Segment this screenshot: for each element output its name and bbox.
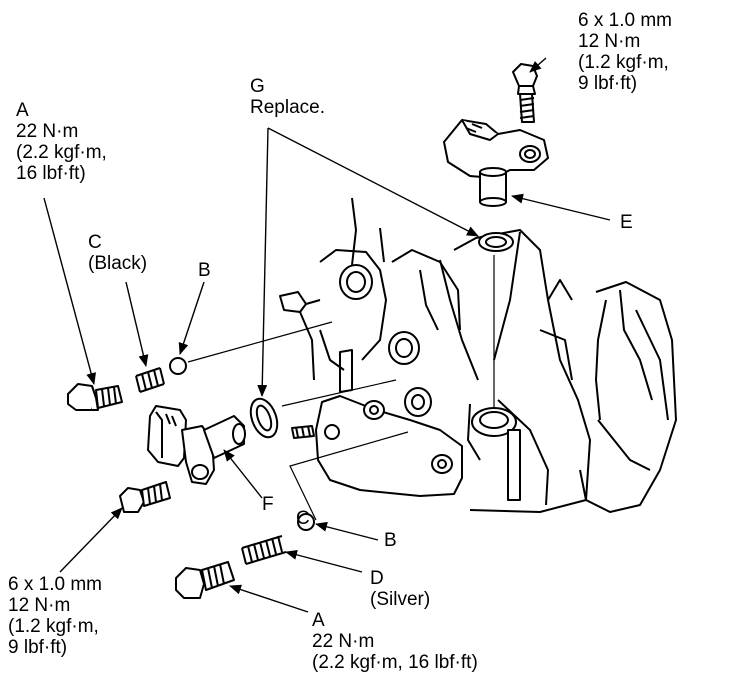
callout-G: G Replace. [250, 76, 325, 118]
sensor-bolt-bottom [119, 481, 171, 513]
steel-ball-bottom [297, 513, 315, 531]
callout-G-note: Replace. [250, 97, 325, 118]
callout-G-letter: G [250, 76, 265, 97]
callout-A-bottom: A 22 N·m (2.2 kgf·m, 16 lbf·ft) [312, 610, 478, 673]
o-ring-top [478, 232, 514, 252]
callout-A-bottom-spec: (2.2 kgf·m, 16 lbf·ft) [312, 652, 478, 673]
sensor-E [443, 119, 549, 207]
callout-A-bottom-letter: A [312, 610, 325, 631]
callout-C-bottom: C [296, 508, 310, 529]
transmission-housing [279, 197, 677, 513]
callout-D-note: (Silver) [370, 589, 431, 610]
callout-F: F [262, 494, 274, 515]
callout-bolt-bottom-torque: 12 N·m [8, 595, 71, 616]
callout-bolt-bottom-size: 6 x 1.0 mm [8, 574, 102, 595]
callout-bolt-top-torque: 12 N·m [578, 31, 641, 52]
steel-ball-top [169, 357, 187, 375]
callout-E-letter: E [620, 212, 633, 233]
callout-bolt-top-metric: (1.2 kgf·m, [578, 52, 669, 73]
callout-E: E [620, 212, 633, 233]
callout-bolt-top-imperial: 9 lbf·ft) [578, 73, 638, 94]
callout-bolt-bottom: 6 x 1.0 mm 12 N·m (1.2 kgf·m, 9 lbf·ft) [8, 574, 102, 658]
callout-bolt-bottom-metric: (1.2 kgf·m, [8, 616, 99, 637]
callout-bolt-top: 6 x 1.0 mm 12 N·m (1.2 kgf·m, 9 lbf·ft) [578, 10, 672, 94]
callout-bolt-bottom-imperial: 9 lbf·ft) [8, 637, 68, 658]
callout-A-top: A 22 N·m (2.2 kgf·m, 16 lbf·ft) [16, 100, 107, 184]
callout-B-top: B [198, 260, 211, 281]
callout-B-bottom-letter: B [384, 530, 397, 551]
sealing-bolt-top [67, 383, 123, 411]
sensor-F [147, 405, 246, 485]
spring-black-top [135, 367, 165, 393]
callout-C-bottom-letter: C [296, 508, 310, 529]
callout-arrows [43, 57, 611, 613]
callout-D-letter: D [370, 568, 384, 589]
callout-C-top: C (Black) [88, 232, 147, 274]
assembly-leaders [187, 255, 495, 521]
callout-A-top-imperial: 16 lbf·ft) [16, 163, 86, 184]
callout-A-top-letter: A [16, 100, 29, 121]
callout-C-top-letter: C [88, 232, 102, 253]
callout-D: D (Silver) [370, 568, 430, 610]
callout-A-top-torque: 22 N·m [16, 121, 79, 142]
callout-A-top-metric: (2.2 kgf·m, [16, 142, 107, 163]
sealing-bolt-bottom [175, 561, 235, 599]
sensor-bolt-top [512, 63, 538, 123]
callout-F-letter: F [262, 494, 274, 515]
o-ring-left [249, 397, 279, 439]
callout-B-top-letter: B [198, 260, 211, 281]
callout-bolt-top-size: 6 x 1.0 mm [578, 10, 672, 31]
callout-B-bottom: B [384, 530, 397, 551]
spring-silver-bottom [241, 535, 287, 565]
callout-C-top-note: (Black) [88, 253, 148, 274]
callout-A-bottom-torque: 22 N·m [312, 631, 375, 652]
